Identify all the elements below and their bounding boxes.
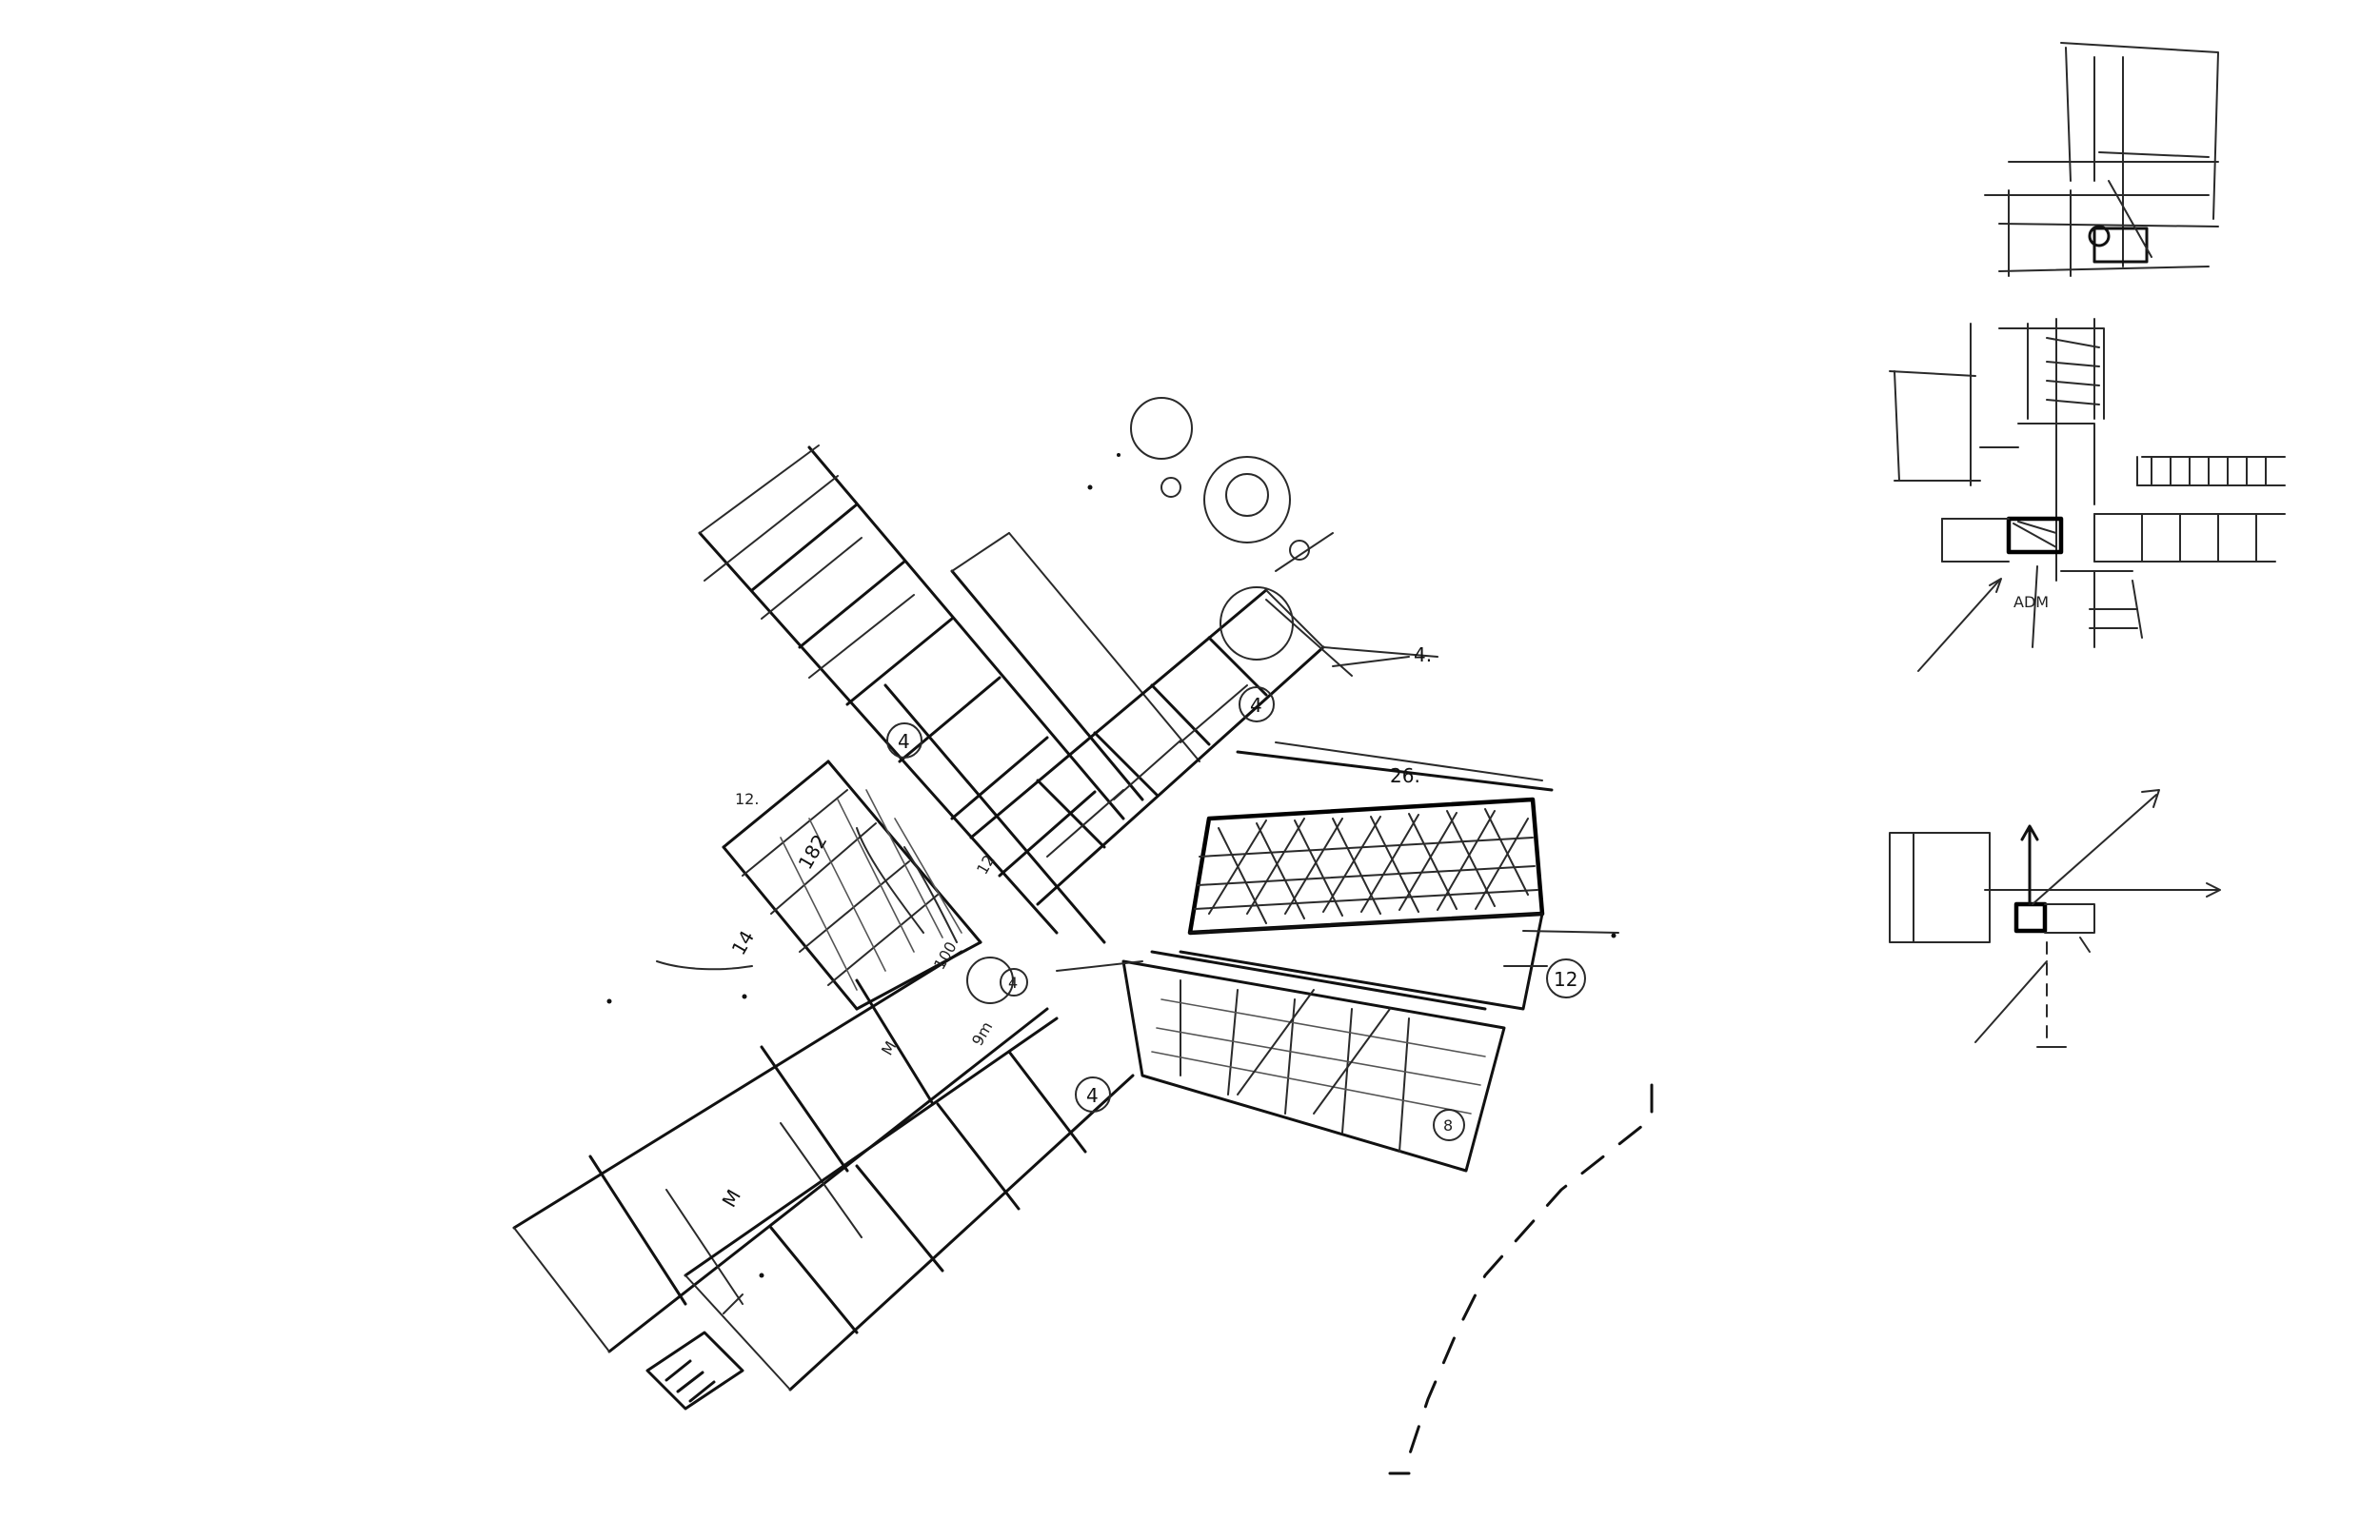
site-boundary-dashed — [1388, 1083, 1654, 1475]
diagram-bottom-right — [1889, 789, 2221, 1048]
tag-label: 4 — [1086, 1084, 1099, 1107]
tree-icon — [966, 957, 1014, 1004]
tree-icon — [1225, 473, 1269, 517]
diagram-label: ADM — [2013, 593, 2049, 611]
lower-shaded-block — [1121, 950, 1506, 1173]
tag-label: 12 — [1554, 968, 1577, 991]
hatched-center-block — [722, 760, 982, 1011]
tree-circles — [966, 397, 1310, 1004]
lower-right-wing — [684, 1017, 1135, 1392]
tree-icon — [1203, 456, 1291, 543]
dim-label: 4. — [1414, 643, 1432, 666]
dim-label: 12 — [973, 852, 999, 878]
tree-icon — [1130, 397, 1193, 460]
dim-label: M — [878, 1038, 900, 1058]
lower-diagonal-wing — [512, 950, 1049, 1411]
tree-icon — [1289, 540, 1310, 561]
tag-label: 4 — [898, 730, 910, 753]
tree-icon — [1160, 477, 1181, 498]
dim-label: 26. — [1390, 764, 1420, 787]
scatter-marks — [606, 453, 1616, 1278]
tag-label: 4 — [1008, 974, 1018, 992]
dense-hatched-block — [1179, 741, 1554, 1011]
upper-diagonal-wing — [698, 444, 1200, 944]
diagram-middle-right: ADM — [1889, 318, 2286, 672]
upper-right-corridor — [969, 532, 1438, 906]
tree-icon — [1220, 586, 1294, 661]
dim-label: 14 — [727, 926, 760, 958]
dim-label: M — [718, 1186, 745, 1212]
tag-label: 4 — [1250, 694, 1262, 717]
diagram-top-right — [1984, 42, 2219, 277]
dimension-notes: 4. 26. 12. 182 12 100 14 M M 9m — [656, 643, 1619, 1212]
dim-label: 9m — [968, 1018, 996, 1049]
section-tags: 4 4 4 12 8 4 — [886, 686, 1586, 1141]
tag-label: 8 — [1443, 1116, 1453, 1135]
dim-label: 12. — [735, 790, 759, 808]
